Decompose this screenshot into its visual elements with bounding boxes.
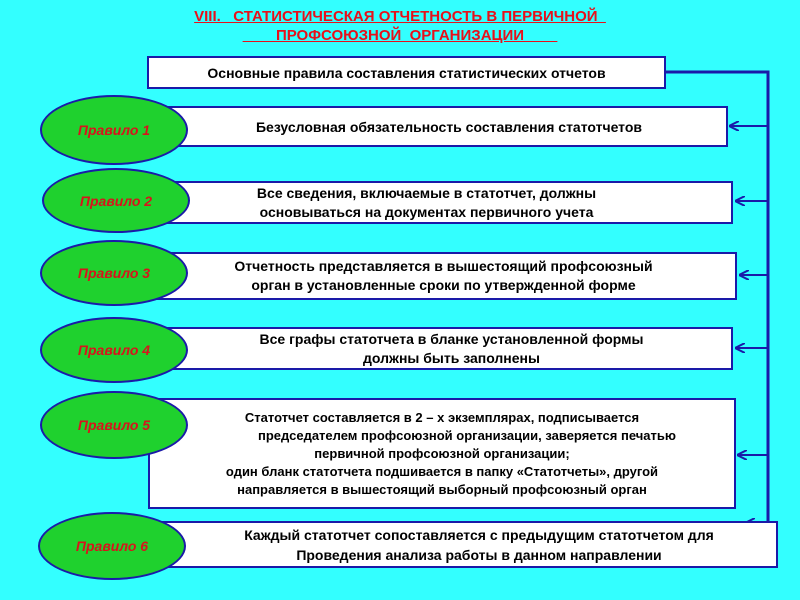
rule-5-text-line-2: председателем профсоюзной организации, з… bbox=[258, 427, 676, 443]
rule-3-text-line-2: орган в установленные сроки по утвержден… bbox=[251, 277, 636, 293]
rule-6-text-line-2: Проведения анализа работы в данном напра… bbox=[296, 546, 662, 563]
connector-trunk bbox=[666, 70, 770, 523]
rule-4-label: Правило 4 bbox=[77, 342, 151, 358]
rule-3-text-line-1: Отчетность представляется в вышестоящий … bbox=[234, 258, 653, 274]
rule-5-oval: Правило 5 bbox=[40, 391, 188, 459]
rule-1-box: Безусловная обязательность составления с… bbox=[150, 106, 728, 147]
rule-3-label: Правило 3 bbox=[77, 265, 151, 281]
rule-2-text-line-1: Все сведения, включаемые в статотчет, до… bbox=[256, 184, 597, 201]
rule-6-oval: Правило 6 bbox=[38, 512, 186, 580]
title-line-2: ПРОФСОЮЗНОЙ ОРГАНИЗАЦИИ bbox=[242, 27, 558, 44]
rule-5-text-line-3: первичной профсоюзной организации; bbox=[314, 445, 570, 461]
rule-3-oval: Правило 3 bbox=[40, 240, 188, 306]
rule-5-text-line-4: один бланк статотчета подшивается в папк… bbox=[225, 463, 659, 479]
rule-4-oval: Правило 4 bbox=[40, 317, 188, 383]
rule-5-label: Правило 5 bbox=[77, 417, 151, 433]
rule-2-text-line-2: основываться на документах первичного уч… bbox=[259, 203, 594, 220]
rule-6-text-line-1: Каждый статотчет сопоставляется с предыд… bbox=[244, 526, 714, 543]
title-line-1: VIII. СТАТИСТИЧЕСКАЯ ОТЧЕТНОСТЬ В ПЕРВИЧ… bbox=[194, 8, 606, 25]
rule-4-text-line-2: должны быть заполнены bbox=[363, 349, 540, 366]
rule-6-box: Каждый статотчет сопоставляется с предыд… bbox=[150, 521, 778, 568]
header-box-text: Основные правила составления статистичес… bbox=[207, 64, 606, 81]
rule-4-box: Все графы статотчета в бланке установлен… bbox=[150, 327, 733, 370]
rule-1-text-line-1: Безусловная обязательность составления с… bbox=[255, 118, 643, 135]
rule-2-oval: Правило 2 bbox=[42, 168, 190, 233]
rule-5-box: Статотчет составляется в 2 – х экземпляр… bbox=[148, 398, 736, 509]
header-box: Основные правила составления статистичес… bbox=[147, 56, 666, 89]
rule-5-text-line-5: направляется в вышестоящий выборный проф… bbox=[237, 481, 647, 497]
rule-6-label: Правило 6 bbox=[75, 538, 149, 554]
rule-2-box: Все сведения, включаемые в статотчет, до… bbox=[150, 181, 733, 224]
rule-5-text-line-1: Статотчет составляется в 2 – х экземпляр… bbox=[244, 409, 640, 425]
rule-1-label: Правило 1 bbox=[77, 122, 151, 138]
rule-2-label: Правило 2 bbox=[79, 192, 153, 209]
rule-3-box: Отчетность представляется в вышестоящий … bbox=[150, 252, 737, 300]
rule-1-oval: Правило 1 bbox=[40, 95, 188, 165]
rule-4-text-line-1: Все графы статотчета в бланке установлен… bbox=[259, 330, 644, 347]
